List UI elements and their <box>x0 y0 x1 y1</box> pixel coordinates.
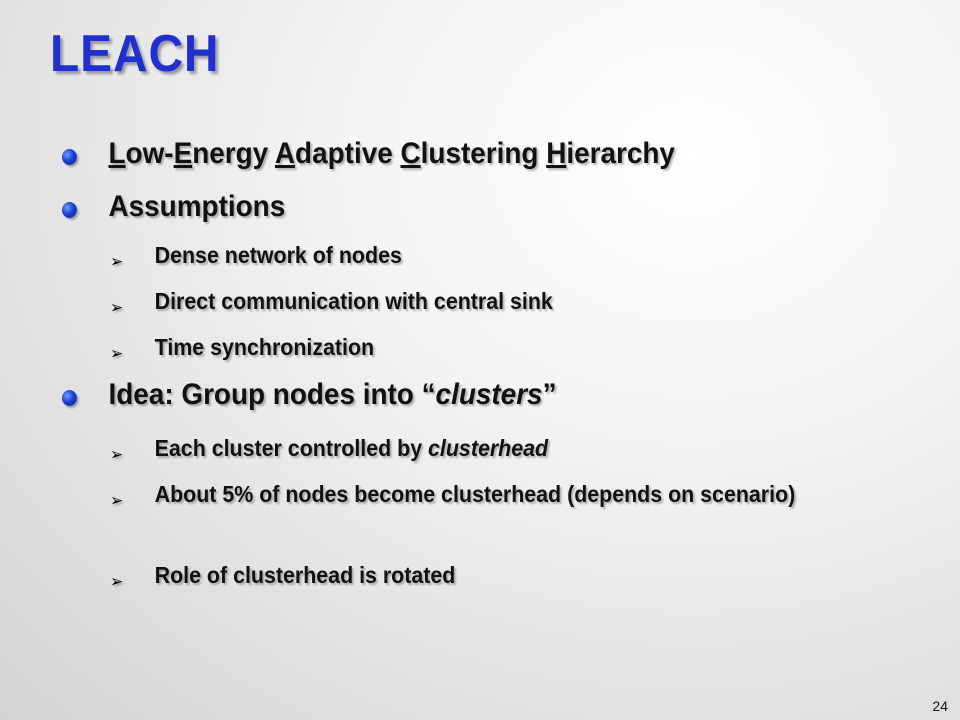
sub-bullet-text: About 5% of nodes become clusterhead (de… <box>154 481 796 507</box>
arrow-bullet-icon: ➢ <box>110 252 124 271</box>
arrow-bullet-icon: ➢ <box>110 491 124 510</box>
acronym-letter: E <box>173 137 193 170</box>
arrow-bullet-icon: ➢ <box>110 445 124 464</box>
slide-title: LEACH <box>50 25 220 83</box>
arrow-bullet-icon: ➢ <box>110 344 124 363</box>
acronym-part: lustering <box>420 137 547 170</box>
sub-bullet-five-percent: ➢ About 5% of nodes become clusterhead (… <box>110 480 880 510</box>
round-bullet-icon <box>62 390 77 406</box>
sub-bullet-text: Each cluster controlled by clusterhead <box>155 434 880 463</box>
arrow-bullet-icon: ➢ <box>110 298 124 317</box>
acronym-letter: L <box>108 137 126 170</box>
acronym-part: ow- <box>125 137 174 170</box>
sub-bullet-text: Direct communication with central sink <box>154 288 553 314</box>
sub-bullet-clusterhead-control: ➢ Each cluster controlled by clusterhead <box>110 434 880 464</box>
acronym-letter: H <box>546 137 567 170</box>
round-bullet-icon <box>62 202 77 218</box>
sub-bullet-text: Role of clusterhead is rotated <box>154 562 456 588</box>
idea-prefix: Idea: Group nodes into “ <box>108 378 436 411</box>
acronym-letter: A <box>274 137 296 170</box>
sub-bullet-time-sync: ➢ Time synchronization <box>110 333 880 363</box>
sub-bullet-emphasis: clusterhead <box>428 435 549 461</box>
sub-bullet-rotated: ➢ Role of clusterhead is rotated <box>110 561 880 591</box>
acronym-part: ierarchy <box>566 137 675 170</box>
bullet-acronym-text: Low-Energy Adaptive Clustering Hierarchy <box>109 137 675 171</box>
acronym-part: daptive <box>295 137 401 170</box>
idea-emphasis: clusters <box>435 378 543 411</box>
round-bullet-icon <box>62 149 77 165</box>
sub-bullet-text: Time synchronization <box>154 334 375 360</box>
acronym-part: nergy <box>192 137 275 170</box>
bullet-assumptions-text: Assumptions <box>108 190 286 223</box>
idea-suffix: ” <box>542 378 557 411</box>
sub-bullet-prefix: Each cluster controlled by <box>154 435 429 461</box>
page-number: 24 <box>932 698 948 714</box>
acronym-letter: C <box>400 137 421 170</box>
sub-bullet-text: Dense network of nodes <box>154 242 402 268</box>
sub-bullet-dense-network: ➢ Dense network of nodes <box>110 241 880 271</box>
sub-bullet-direct-communication: ➢ Direct communication with central sink <box>110 287 880 317</box>
bullet-idea-text: Idea: Group nodes into “clusters” <box>109 378 557 412</box>
arrow-bullet-icon: ➢ <box>110 572 124 591</box>
